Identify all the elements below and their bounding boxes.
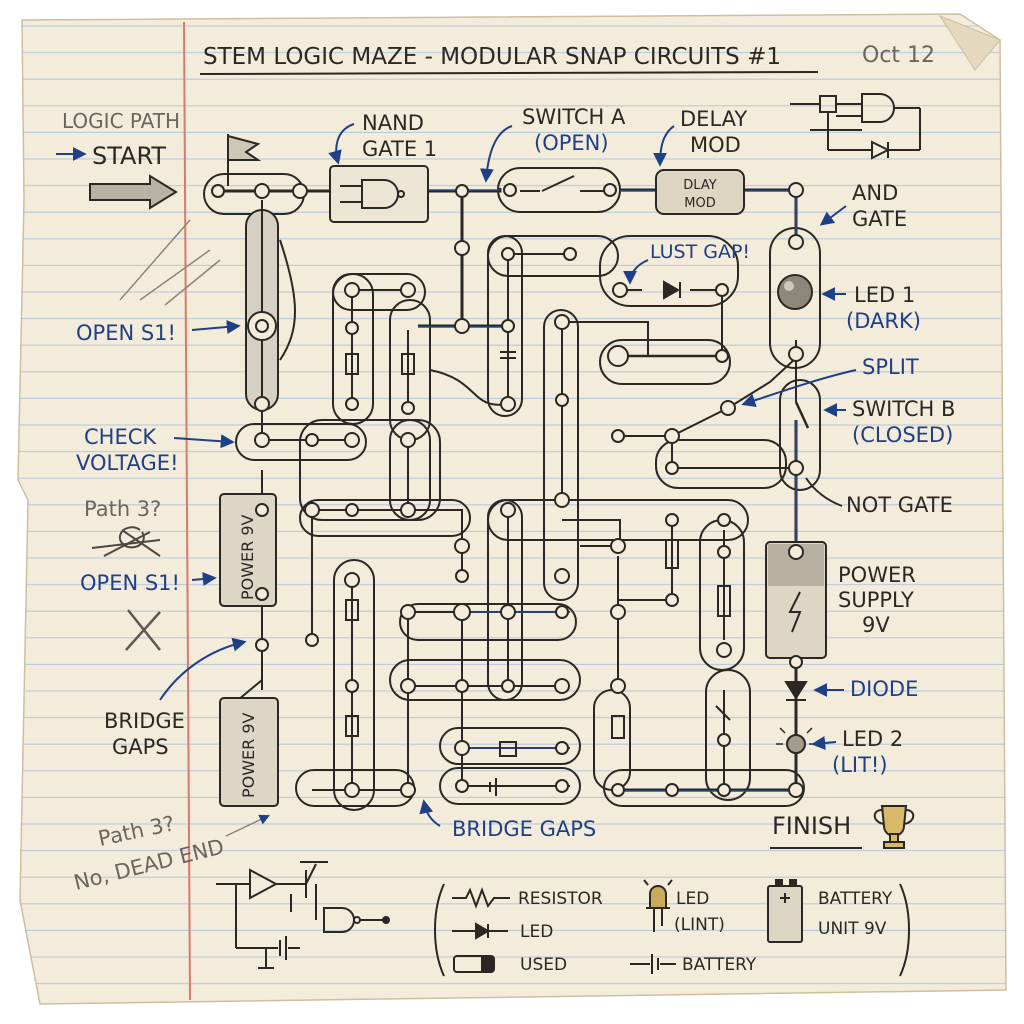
date-label: Oct 12 — [862, 43, 935, 68]
legend-used-label: USED — [520, 955, 567, 975]
open-s1-label-2: OPEN S1! — [80, 571, 180, 595]
delay-module-label-1: DLAY — [683, 178, 716, 193]
power-supply-label-1: POWER — [838, 563, 916, 587]
big-arrow-icon — [89, 174, 178, 210]
path3-label-1: Path 3? — [84, 497, 161, 521]
margin-line — [183, 21, 191, 1001]
legend-led-lint-item: LED (LINT) — [643, 879, 725, 935]
legend: RESISTOR LED USED LED (LINT) — [434, 879, 910, 977]
power-9v-label-2: POWER 9V — [239, 712, 258, 798]
led2-state: (LIT!) — [832, 753, 888, 777]
power-supply-label-3: 9V — [862, 613, 890, 637]
power-9v-label-1: POWER 9V — [238, 514, 257, 600]
legend-battery-label: BATTERY — [682, 955, 757, 975]
scribble-icon — [91, 526, 161, 557]
delay-label-1: DELAY — [680, 107, 747, 131]
finish-label: FINISH — [772, 812, 851, 840]
open-s1-label-1: OPEN S1! — [76, 321, 176, 345]
legend-used-item: USED — [453, 955, 567, 975]
diode-icon — [663, 280, 681, 300]
switch-b — [794, 401, 810, 429]
power-9v-block-1: POWER 9V — [219, 493, 277, 607]
dead-end-arrow-icon — [225, 814, 270, 837]
legend-battery-unit-label-1: BATTERY — [818, 889, 893, 909]
trophy-icon — [873, 805, 915, 849]
legend-battery-unit-item: BATTERY UNIT 9V — [767, 879, 893, 943]
check-voltage-label-1: CHECK — [84, 425, 157, 449]
battery-symbol-icon — [630, 954, 676, 974]
legend-resistor-label: RESISTOR — [518, 889, 603, 909]
logic-gate-sketch-icon — [790, 93, 921, 160]
page-title: STEM LOGIC MAZE - MODULAR SNAP CIRCUITS … — [203, 44, 781, 70]
lust-gap-arrow-icon — [623, 259, 649, 285]
led1-state: (DARK) — [846, 309, 921, 333]
switch-a-label: SWITCH A — [522, 105, 626, 129]
open-s1-arrow-1-icon — [191, 319, 241, 334]
bridge-gaps-bottom: BRIDGE GAPS — [452, 817, 596, 841]
nand-label-1: NAND — [362, 111, 424, 135]
led2-arrow-icon — [811, 736, 837, 750]
led1-label: LED 1 — [854, 283, 915, 307]
led-bulb-icon — [643, 879, 673, 932]
bridge-gaps-left-arrow-icon — [159, 637, 247, 701]
legend-led-item: LED — [452, 922, 553, 942]
and-gate-label-1: AND — [852, 181, 898, 205]
switch-a-arrow-icon — [479, 125, 513, 183]
and-gate-led1-module — [777, 274, 813, 310]
delay-module: DLAY MOD — [655, 169, 745, 215]
power-supply-label-2: SUPPLY — [838, 588, 914, 612]
start-flag-icon — [227, 134, 262, 186]
connector-nodes — [211, 182, 804, 798]
check-voltage-label-2: VOLTAGE! — [76, 451, 179, 475]
battery-unit-icon — [767, 879, 803, 943]
legend-battery-item: BATTERY — [630, 954, 757, 975]
diode-2-icon — [784, 681, 808, 701]
nand-gate-module — [329, 165, 429, 223]
split-label: SPLIT — [862, 355, 919, 379]
bridge-gaps-left-2: GAPS — [112, 735, 169, 759]
nand-arrow-icon — [328, 123, 355, 165]
power-9v-block-2: POWER 9V — [219, 697, 279, 807]
nand-label-2: GATE 1 — [362, 137, 437, 161]
legend-battery-unit-label-2: UNIT 9V — [818, 919, 887, 939]
split-arrow-icon — [741, 369, 857, 408]
used-module-icon — [453, 955, 495, 973]
not-gate-arrow-icon — [805, 477, 843, 507]
switch-a — [520, 175, 604, 192]
logic-path-label: LOGIC PATH — [62, 109, 180, 133]
led2-label: LED 2 — [842, 727, 903, 751]
delay-module-label-2: MOD — [684, 196, 715, 211]
resistor-icon — [452, 887, 510, 909]
switch-b-label: SWITCH B — [852, 397, 955, 421]
delay-label-2: MOD — [690, 133, 741, 157]
diode-label: DIODE — [850, 677, 918, 701]
start-label: START — [92, 142, 166, 170]
and-gate-label-2: GATE — [852, 207, 907, 231]
cross-mark-icon — [125, 609, 161, 651]
mini-schematic-icon — [216, 861, 390, 969]
switch-a-state: (OPEN) — [534, 131, 609, 155]
bridge-gaps-bottom-arrow-icon — [419, 799, 441, 827]
and-gate-arrow-icon — [819, 205, 847, 226]
legend-resistor-item: RESISTOR — [452, 887, 603, 909]
bridge-gaps-left-1: BRIDGE — [104, 709, 185, 733]
check-voltage-arrow-icon — [173, 434, 235, 449]
lust-gap-label: LUST GAP! — [650, 241, 750, 263]
switch-b-state: (CLOSED) — [852, 423, 953, 447]
header: STEM LOGIC MAZE - MODULAR SNAP CIRCUITS … — [199, 43, 935, 75]
legend-led-lint-label-1: LED — [676, 889, 709, 909]
scribble-sketch — [119, 219, 221, 306]
open-s1-arrow-2-icon — [191, 572, 217, 586]
legend-led-label: LED — [520, 922, 553, 942]
not-gate-label: NOT GATE — [846, 493, 953, 517]
legend-led-lint-label-2: (LINT) — [674, 915, 725, 935]
led-symbol-icon — [452, 922, 508, 940]
delay-arrow-icon — [653, 125, 675, 167]
